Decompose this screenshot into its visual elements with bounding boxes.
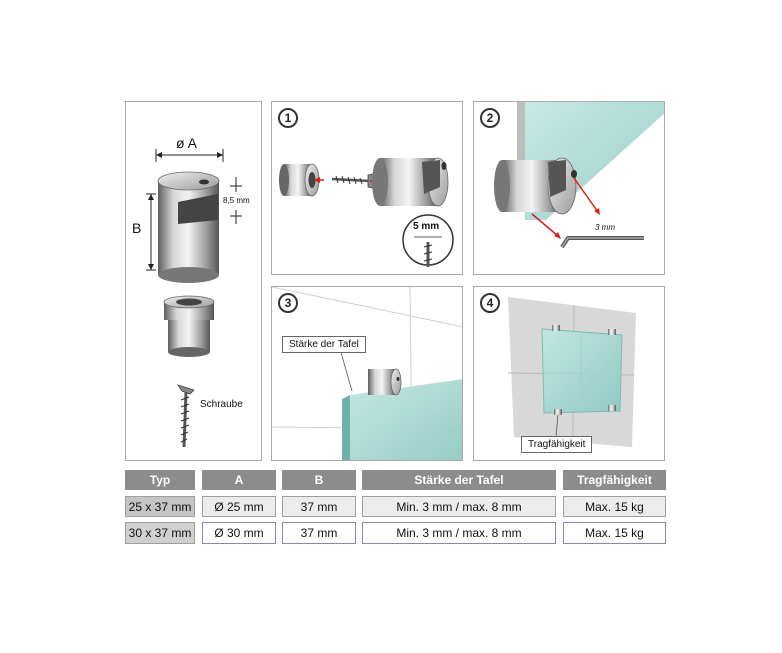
panel-thickness-callout: Stärke der Tafel <box>282 336 366 353</box>
hex-size-label: 5 mm <box>413 221 440 232</box>
table-cell-thickness: Min. 3 mm / max. 8 mm <box>362 496 556 517</box>
step-2-panel: 2 3 mm <box>473 101 665 275</box>
dimension-a-label: ø A <box>176 135 198 151</box>
col-header-type: Typ <box>125 470 195 490</box>
col-header-capacity: Tragfähigkeit <box>563 470 666 490</box>
key-size-label: 3 mm <box>595 223 615 232</box>
holder-dimension-drawing <box>146 149 242 448</box>
table-cell-type: 25 x 37 mm <box>125 496 195 517</box>
step-2-number: 2 <box>480 108 500 128</box>
table-cell-b: 37 mm <box>282 496 356 517</box>
step-4-illustration <box>507 297 636 447</box>
step-4-number: 4 <box>480 293 500 313</box>
table-cell-capacity: Max. 15 kg <box>563 522 666 544</box>
step-3-illustration <box>272 287 462 460</box>
col-header-b: B <box>282 470 356 490</box>
table-cell-a: Ø 30 mm <box>202 522 276 544</box>
step-2-illustration <box>494 102 664 249</box>
dimension-b-label: B <box>132 220 142 236</box>
step-3-number: 3 <box>278 293 298 313</box>
table-cell-thickness: Min. 3 mm / max. 8 mm <box>362 522 556 544</box>
step-1-number: 1 <box>278 108 298 128</box>
table-cell-a: Ø 25 mm <box>202 496 276 517</box>
step-3-panel: 3 Stärke der Tafel <box>271 286 463 461</box>
table-cell-capacity: Max. 15 kg <box>563 496 666 517</box>
table-cell-type: 30 x 37 mm <box>125 522 195 544</box>
load-capacity-callout: Tragfähigkeit <box>521 436 593 453</box>
dimension-depth-label: 8,5 mm <box>223 196 250 205</box>
col-header-thickness: Stärke der Tafel <box>362 470 556 490</box>
step-1-panel: 1 5 mm <box>271 101 463 275</box>
step-1-illustration <box>279 157 454 267</box>
product-dimensions-panel: ø A B 8,5 mm Schraube <box>125 101 262 461</box>
screw-label: Schraube <box>200 399 243 410</box>
col-header-a: A <box>202 470 276 490</box>
table-cell-b: 37 mm <box>282 522 356 544</box>
step-4-panel: 4 Tragfähigkeit <box>473 286 665 461</box>
